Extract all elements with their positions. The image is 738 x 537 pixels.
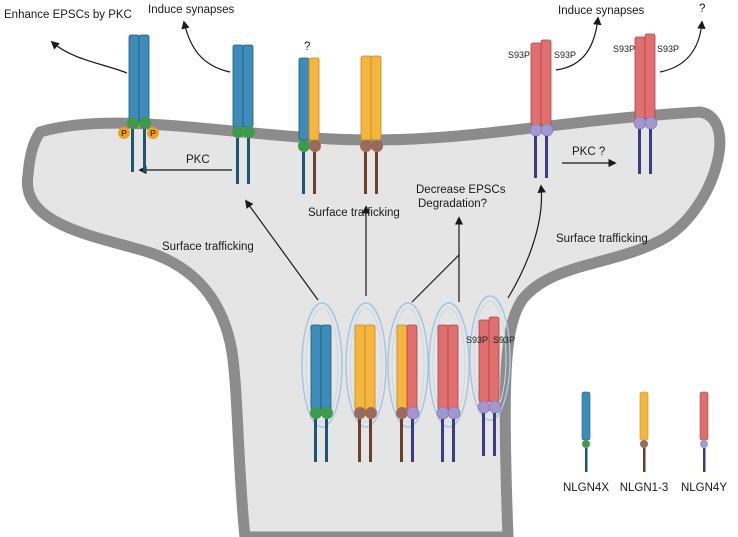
legend-label-nlgn13: NLGN1-3 <box>620 482 669 494</box>
legend-item-nlgn4x: NLGN4X <box>563 391 609 494</box>
arrow-surface-right <box>507 184 546 299</box>
spine-membrane <box>22 106 726 537</box>
nlgn4x-nlgn13-heterodimer <box>298 57 321 194</box>
phospho-icon <box>147 127 159 139</box>
label-enhance-epscs: Enhance EPSCs by PKC <box>4 9 132 21</box>
nlgn13-surface-dimer <box>360 55 383 194</box>
legend: NLGN4X NLGN1-3 NLGN4Y <box>563 391 727 494</box>
label-surface-trafficking-left: Surface trafficking <box>162 241 254 253</box>
phospho-label: P <box>150 128 156 138</box>
legend-label-nlgn4x: NLGN4X <box>563 482 609 494</box>
arrow-question-right <box>659 20 706 73</box>
legend-item-nlgn4y: NLGN4Y <box>681 391 727 494</box>
arrows <box>50 16 706 303</box>
arrow-enhance-epscs <box>50 40 128 74</box>
vesicle-nlgn4y <box>428 302 470 462</box>
labels: Enhance EPSCs by PKC Induce synapses ? I… <box>4 3 705 253</box>
label-pkc-left: PKC <box>186 154 210 166</box>
label-induce-synapses-right: Induce synapses <box>558 5 645 17</box>
nlgn4y-s93p-surface-dimer: S93P S93P <box>508 39 576 178</box>
vesicles: S93P S93P <box>301 295 515 462</box>
nlgn4x-surface-dimer <box>232 44 255 184</box>
label-question-middle: ? <box>304 41 310 53</box>
legend-item-nlgn13: NLGN1-3 <box>620 391 669 494</box>
nlgn4y-s93p-pkc-dimer: S93P S93P <box>613 33 679 174</box>
vesicle-nlgn4y-s93p: S93P S93P <box>466 295 515 456</box>
arrow-induce-synapses-right <box>555 16 602 71</box>
s93p-label: S93P <box>508 50 530 60</box>
label-surface-trafficking-right: Surface trafficking <box>556 233 648 245</box>
arrow-induce-synapses-left <box>181 20 231 73</box>
label-question-right: ? <box>699 3 705 15</box>
s93p-label: S93P <box>493 335 515 345</box>
vesicle-nlgn13 <box>345 302 387 462</box>
s93p-label: S93P <box>554 50 576 60</box>
s93p-label: S93P <box>613 44 635 54</box>
label-decrease-epscs: Decrease EPSCs <box>416 184 506 196</box>
s93p-label: S93P <box>657 44 679 54</box>
label-induce-synapses-left: Induce synapses <box>148 4 235 16</box>
label-surface-trafficking-middle: Surface trafficking <box>308 207 400 219</box>
phospho-icon <box>118 127 130 139</box>
nlgn4x-phosphorylated-dimer: P P <box>118 34 159 172</box>
arrow-surface-left <box>245 199 319 301</box>
label-pkc-right: PKC ? <box>572 146 605 158</box>
s93p-label: S93P <box>466 335 488 345</box>
vesicle-nlgn4x <box>301 302 343 462</box>
legend-label-nlgn4y: NLGN4Y <box>681 482 727 494</box>
vesicle-nlgn13-nlgn4y <box>387 302 429 462</box>
label-degradation: Degradation? <box>418 198 487 210</box>
phospho-label: P <box>121 128 127 138</box>
